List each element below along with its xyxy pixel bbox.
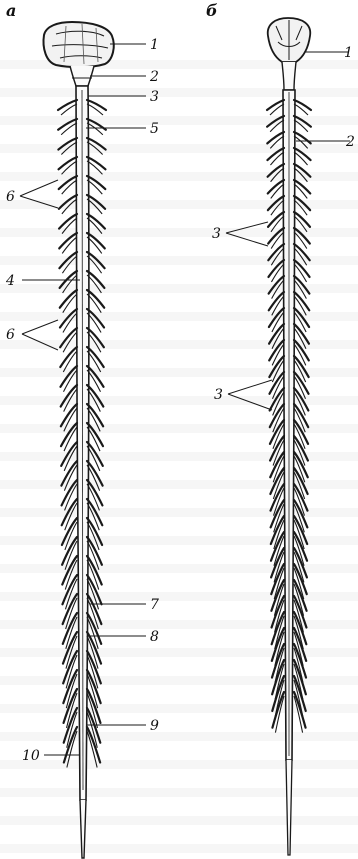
label-b-3-upper: 3: [212, 226, 221, 242]
root-a-left-16: [61, 404, 77, 426]
label-a-3: 3: [150, 89, 159, 105]
label-a-6-upper: 6: [6, 189, 15, 205]
label-a-1: 1: [150, 37, 159, 53]
ghost-text-line: [0, 592, 358, 601]
leader-b-3c: [228, 380, 272, 394]
label-b-2: 2: [345, 134, 355, 150]
label-a-8: 8: [150, 629, 159, 645]
ghost-text-line: [0, 760, 358, 769]
root-b-fiber-right-3: [294, 152, 308, 165]
label-a-5: 5: [150, 121, 159, 137]
ghost-text-line: [0, 676, 358, 685]
label-a-6-lower: 6: [6, 327, 15, 343]
label-b-1: 1: [344, 45, 353, 61]
leader-a-6c: [22, 320, 58, 334]
root-b-fiber-left-3: [270, 152, 284, 165]
ghost-text-line: [0, 88, 358, 97]
panel-a-title: а: [6, 1, 16, 20]
panel-b-title: б: [206, 1, 218, 20]
leader-a-6a: [20, 180, 58, 196]
label-a-2: 2: [149, 69, 159, 85]
background-texture: [0, 60, 358, 853]
ghost-text-line: [0, 732, 358, 741]
root-a-left-13: [60, 347, 77, 367]
panel-b-brainstem: [268, 18, 311, 90]
ghost-text-line: [0, 172, 358, 181]
ghost-text-line: [0, 844, 358, 853]
panel-a-spinal-cord: [76, 86, 89, 858]
label-a-9: 9: [150, 718, 159, 734]
label-a-7: 7: [150, 597, 159, 613]
ghost-text-line: [0, 816, 358, 825]
label-b-3-lower: 3: [214, 387, 223, 403]
ghost-text-line: [0, 788, 358, 797]
root-a-fiber-left-4: [62, 180, 77, 194]
label-a-10: 10: [22, 748, 40, 764]
label-a-4: 4: [5, 273, 15, 289]
